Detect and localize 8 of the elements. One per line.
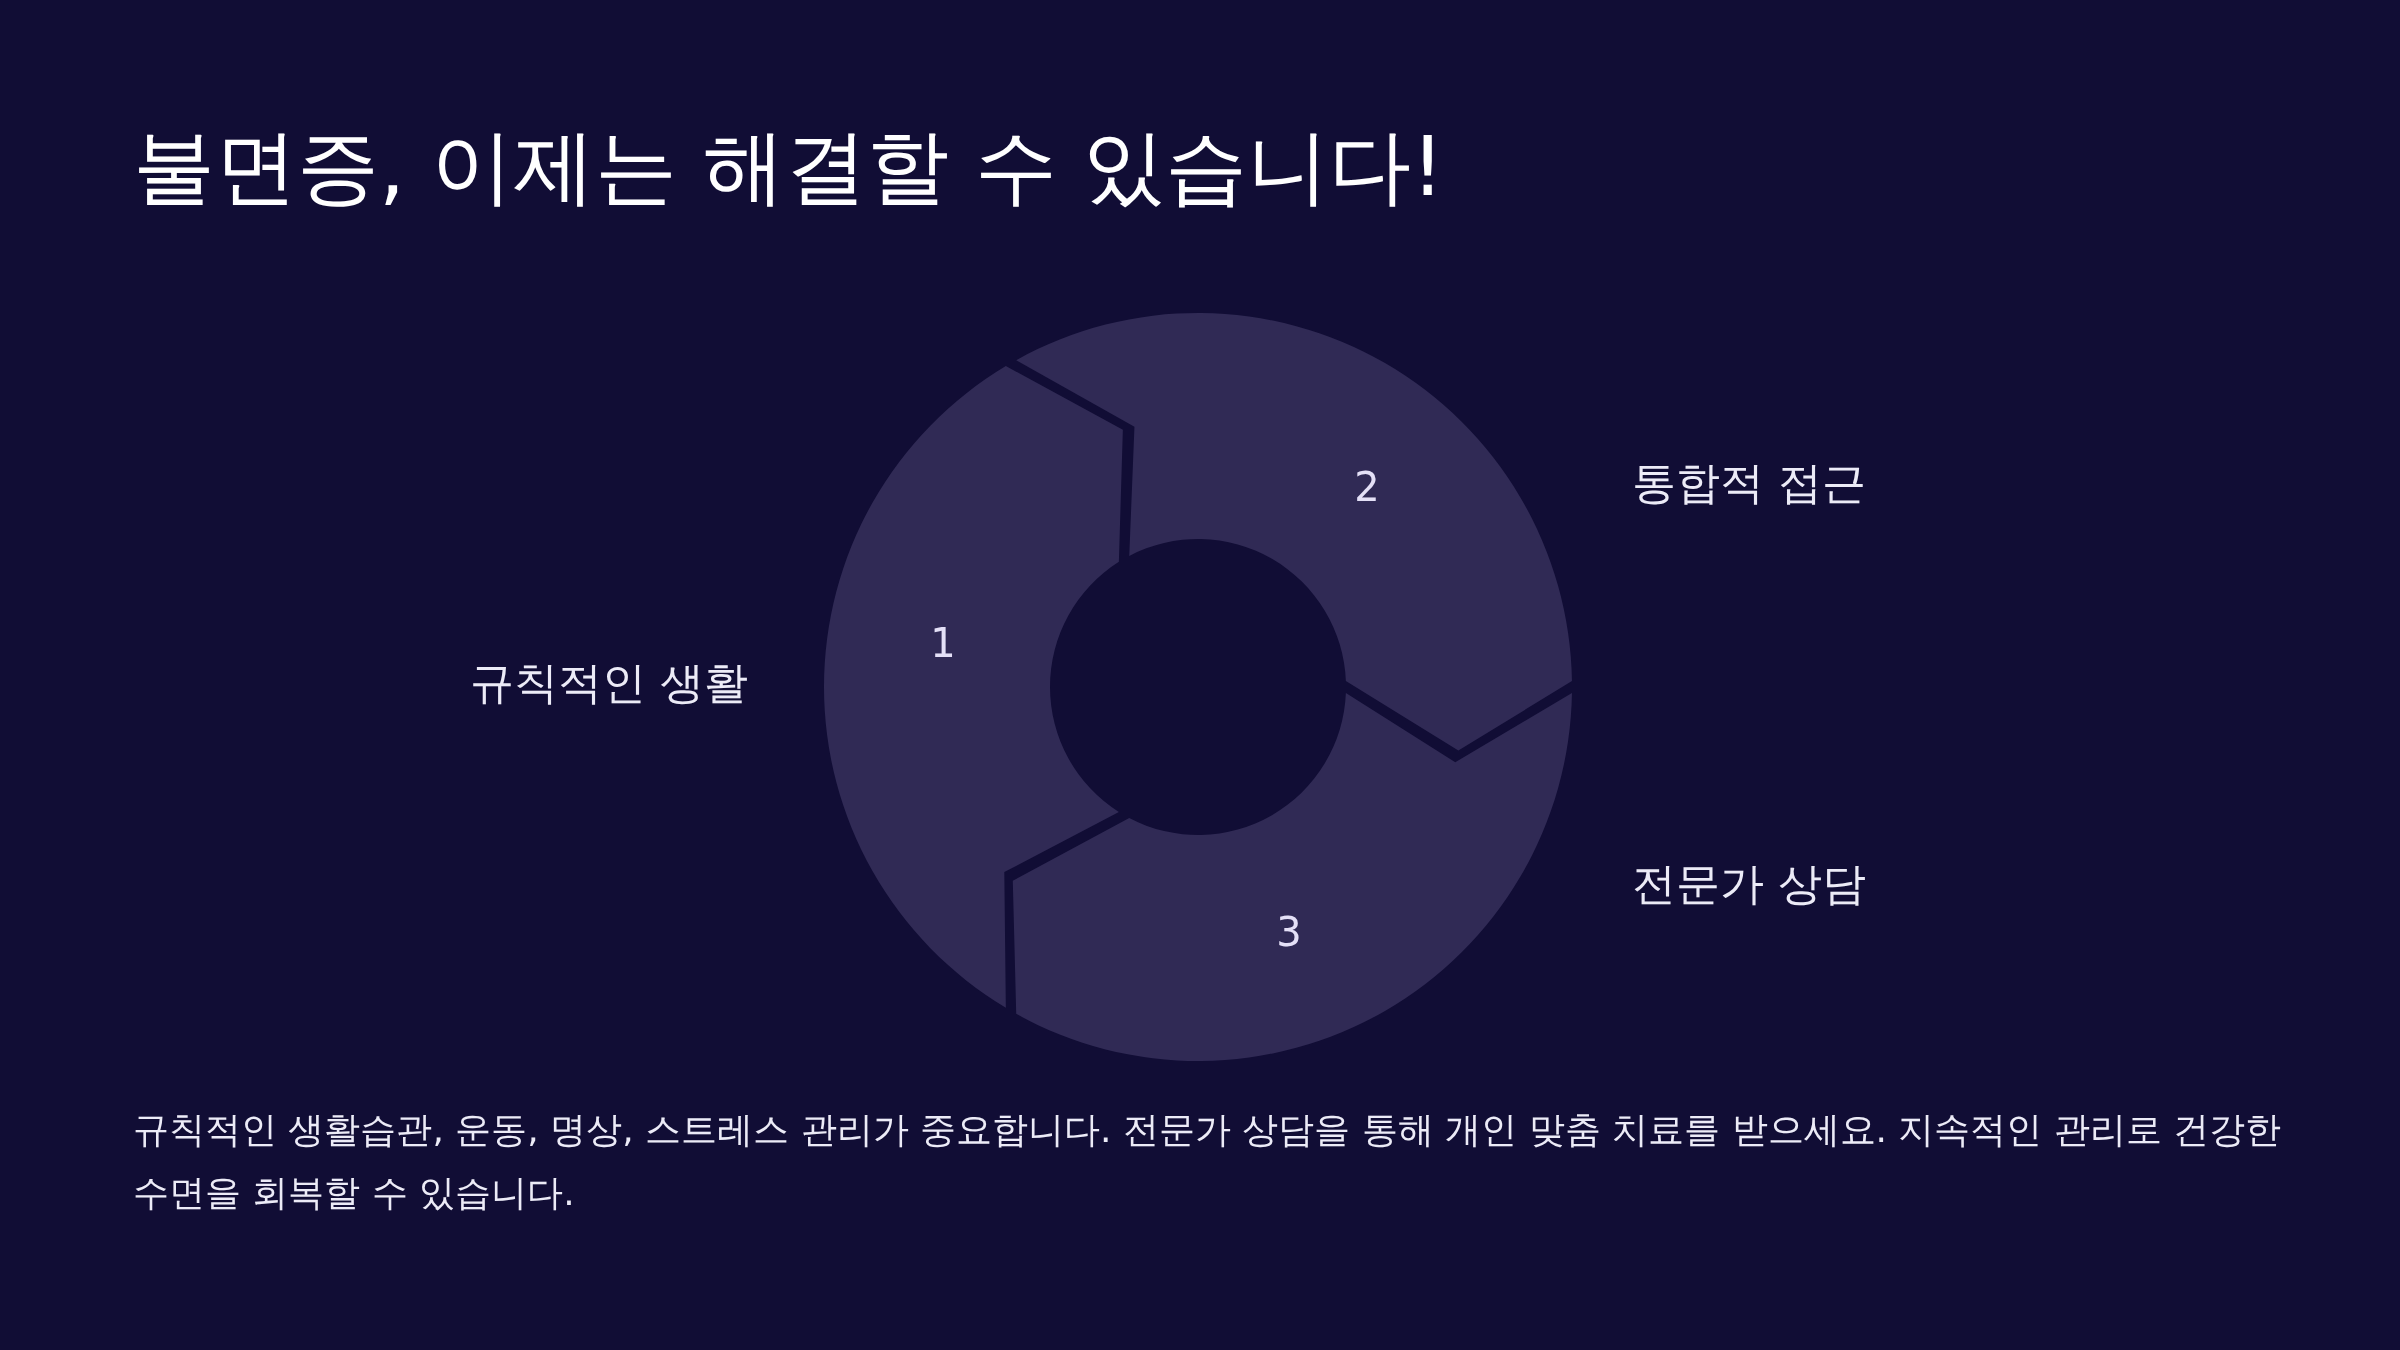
- step-label: 규칙적인 생활: [470, 657, 748, 710]
- step-number: 3: [1276, 912, 1302, 952]
- title: 불면증, 이제는 해결할 수 있습니다!: [133, 118, 1445, 216]
- step-number: 2: [1354, 467, 1380, 507]
- step-label: 전문가 상담: [1632, 858, 1866, 911]
- step-number: 1: [930, 623, 956, 663]
- description-text: 규칙적인 생활습관, 운동, 명상, 스트레스 관리가 중요합니다. 전문가 상담을 통해 개인 맞춤 치료를 받으세요. 지속적인 관리로 건강한 수면을 회복할 수 있습니다.: [133, 1108, 2283, 1215]
- step-label: 통합적 접근: [1632, 457, 1866, 510]
